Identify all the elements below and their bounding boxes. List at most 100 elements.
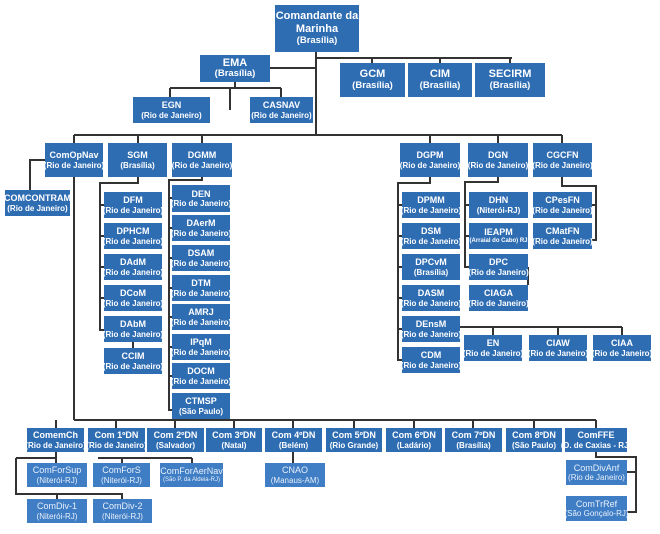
unit-box-densm[interactable]: DEnsM(Rio de Janeiro) xyxy=(400,316,462,342)
unit-box-ccim[interactable]: CCIM(Rio de Janeiro) xyxy=(103,348,163,374)
unit-box-com2dn[interactable]: Com 2ºDN(Salvador) xyxy=(147,428,204,452)
unit-box-cpesfn[interactable]: CPesFN(Rio de Janeiro) xyxy=(532,192,593,218)
unit-box-comdivanf[interactable]: ComDivAnf(Rio de Janeiro) xyxy=(566,460,627,485)
unit-box-ieapm[interactable]: IEAPM(Arraial do Cabo) RJ xyxy=(469,223,528,249)
unit-box-dsm[interactable]: DSM(Rio de Janeiro) xyxy=(401,223,461,249)
unit-box-dabm[interactable]: DAbM(Rio de Janeiro) xyxy=(103,316,163,342)
unit-name: Com 5ºDN xyxy=(332,430,376,441)
unit-box-com1dn[interactable]: Com 1ºDN(Rio de Janeiro) xyxy=(86,428,147,452)
unit-location: (São P. da Aldeia-RJ) xyxy=(163,476,220,483)
unit-box-cdm[interactable]: CDM(Rio de Janeiro) xyxy=(401,347,461,373)
unit-name: CPesFN xyxy=(545,195,580,206)
unit-location: (D. de Caxias - RJ) xyxy=(560,440,632,450)
unit-location: (Brasília) xyxy=(120,160,155,170)
unit-box-comemch[interactable]: ComemCh(Rio de Janeiro) xyxy=(25,428,86,452)
unit-box-dadm[interactable]: DAdM(Rio de Janeiro) xyxy=(103,254,163,280)
unit-box-comopnav[interactable]: ComOpNav(Rio de Janeiro) xyxy=(44,143,104,177)
unit-box-cmatfn[interactable]: CMatFN(Rio de Janeiro) xyxy=(532,223,593,249)
unit-location: (Rio de Janeiro) xyxy=(170,288,232,298)
unit-name: CIAW xyxy=(546,338,570,349)
unit-name: CTMSP xyxy=(185,396,217,407)
connector xyxy=(235,52,512,135)
unit-box-cnao[interactable]: CNAO(Manaus-AM) xyxy=(265,463,325,487)
unit-box-sgm[interactable]: SGM(Brasília) xyxy=(108,143,167,177)
unit-location: (São Paulo) xyxy=(178,406,223,416)
unit-name: ComDiv-1 xyxy=(36,501,77,512)
unit-location: (Rio de Janeiro) xyxy=(400,205,462,215)
connector xyxy=(99,177,139,348)
unit-box-gcm[interactable]: GCM(Brasília) xyxy=(340,63,405,97)
unit-box-dsam[interactable]: DSAM(Rio de Janeiro) xyxy=(170,245,232,271)
unit-box-dgpm[interactable]: DGPM(Rio de Janeiro) xyxy=(400,143,460,177)
unit-box-comfors[interactable]: ComForS(Niterói-RJ) xyxy=(93,463,150,487)
unit-name: ComTrRef xyxy=(575,498,618,509)
unit-box-dhn[interactable]: DHN(Niterói-RJ) xyxy=(469,192,528,218)
unit-box-comdiv2[interactable]: ComDiv-2(Niterói-RJ) xyxy=(93,499,152,523)
unit-box-daerm[interactable]: DAerM(Rio de Janeiro) xyxy=(171,215,231,241)
unit-box-amrj[interactable]: AMRJ(Rio de Janeiro) xyxy=(171,304,231,330)
unit-name: COMCONTRAM xyxy=(4,193,71,204)
unit-name: DEN xyxy=(191,188,211,199)
unit-name: DEnsM xyxy=(415,319,447,330)
unit-location: (Rio de Janeiro) xyxy=(467,160,529,170)
unit-name: CIM xyxy=(429,68,451,81)
unit-box-comforsup[interactable]: ComForSup(Niterói-RJ) xyxy=(27,463,87,487)
unit-location: (Rio de Janeiro) xyxy=(400,329,462,339)
unit-box-cgcfn[interactable]: CGCFN(Rio de Janeiro) xyxy=(532,143,593,177)
unit-box-dphcm[interactable]: DPHCM(Rio de Janeiro) xyxy=(103,223,163,249)
unit-box-ipqm[interactable]: IPqM(Rio de Janeiro) xyxy=(171,334,231,360)
unit-box-cmd[interactable]: Comandante da Marinha(Brasília) xyxy=(275,5,359,52)
unit-box-ciaw[interactable]: CIAW(Rio de Janeiro) xyxy=(528,335,588,361)
unit-box-docm[interactable]: DOCM(Rio de Janeiro) xyxy=(171,363,231,389)
unit-box-com6dn[interactable]: Com 6ºDN(Ladário) xyxy=(386,428,442,452)
unit-box-comdiv1[interactable]: ComDiv-1(Niterói-RJ) xyxy=(27,499,87,523)
unit-location: (Brasília) xyxy=(214,68,256,80)
unit-location: (Salvador) xyxy=(155,440,196,450)
unit-name: ComDiv-2 xyxy=(102,501,143,512)
unit-box-com4dn[interactable]: Com 4ºDN(Belém) xyxy=(265,428,322,452)
unit-box-dcom[interactable]: DCoM(Rio de Janeiro) xyxy=(103,285,163,311)
unit-box-ciaa[interactable]: CIAA(Rio de Janeiro) xyxy=(592,335,652,361)
unit-box-dgn[interactable]: DGN(Rio de Janeiro) xyxy=(468,143,528,177)
unit-box-en[interactable]: EN(Rio de Janeiro) xyxy=(463,335,523,361)
unit-name: CASNAV xyxy=(262,100,301,111)
unit-box-secirm[interactable]: SECIRM(Brasília) xyxy=(475,63,545,97)
unit-name: Com 6ºDN xyxy=(392,430,436,441)
unit-name: DGN xyxy=(488,150,508,161)
unit-box-ciaga[interactable]: CIAGA(Rio de Janeiro) xyxy=(468,285,529,311)
unit-location: (Rio de Janeiro) xyxy=(171,160,233,170)
unit-name: DHN xyxy=(488,195,509,206)
unit-box-comtrref[interactable]: ComTrRef(São Gonçalo-RJ) xyxy=(564,496,629,521)
unit-box-comffe[interactable]: ComFFE(D. de Caxias - RJ) xyxy=(561,428,631,452)
unit-name: CIAA xyxy=(611,338,633,349)
unit-name: DPMM xyxy=(417,195,445,206)
unit-box-comcontram[interactable]: COMCONTRAM(Rio de Janeiro) xyxy=(4,190,71,216)
unit-box-dpmm[interactable]: DPMM(Rio de Janeiro) xyxy=(400,192,462,218)
unit-box-com7dn[interactable]: Com 7ºDN(Brasília) xyxy=(445,428,502,452)
unit-location: (Rio de Janeiro) xyxy=(170,258,232,268)
unit-box-egn[interactable]: EGN(Rio de Janeiro) xyxy=(133,97,210,123)
unit-box-dasm[interactable]: DASM(Rio de Janeiro) xyxy=(401,285,461,311)
unit-box-dgmm[interactable]: DGMM(Rio de Janeiro) xyxy=(172,143,232,177)
unit-box-den[interactable]: DEN(Rio de Janeiro) xyxy=(171,185,231,212)
unit-box-ema[interactable]: EMA(Brasília) xyxy=(200,55,270,82)
unit-location: (Rio de Janeiro) xyxy=(532,236,593,246)
unit-box-cim[interactable]: CIM(Brasília) xyxy=(408,63,472,97)
unit-name: ComDivAnf xyxy=(573,462,620,473)
unit-box-casnav[interactable]: CASNAV(Rio de Janeiro) xyxy=(250,97,313,123)
unit-box-dpcvm[interactable]: DPCvM(Brasília) xyxy=(402,254,460,280)
unit-location: (Natal) xyxy=(221,440,247,450)
unit-box-comforaernav[interactable]: ComForAerNav(São P. da Aldeia-RJ) xyxy=(160,463,223,487)
unit-box-dfm[interactable]: DFM(Rio de Janeiro) xyxy=(103,192,163,218)
unit-name: Comandante da Marinha xyxy=(275,10,359,36)
unit-box-com3dn[interactable]: Com 3ºDN(Natal) xyxy=(206,428,262,452)
unit-name: DOCM xyxy=(187,366,215,377)
unit-box-dpc[interactable]: DPC(Rio de Janeiro) xyxy=(468,254,529,280)
unit-box-com8dn[interactable]: Com 8ºDN(São Paulo) xyxy=(506,428,562,452)
unit-box-ctmsp[interactable]: CTMSP(São Paulo) xyxy=(172,393,230,419)
unit-name: DTM xyxy=(191,278,211,289)
unit-name: AMRJ xyxy=(188,307,214,318)
unit-box-dtm[interactable]: DTM(Rio de Janeiro) xyxy=(170,275,232,301)
unit-box-com5dn[interactable]: Com 5ºDN(Rio Grande) xyxy=(326,428,382,452)
